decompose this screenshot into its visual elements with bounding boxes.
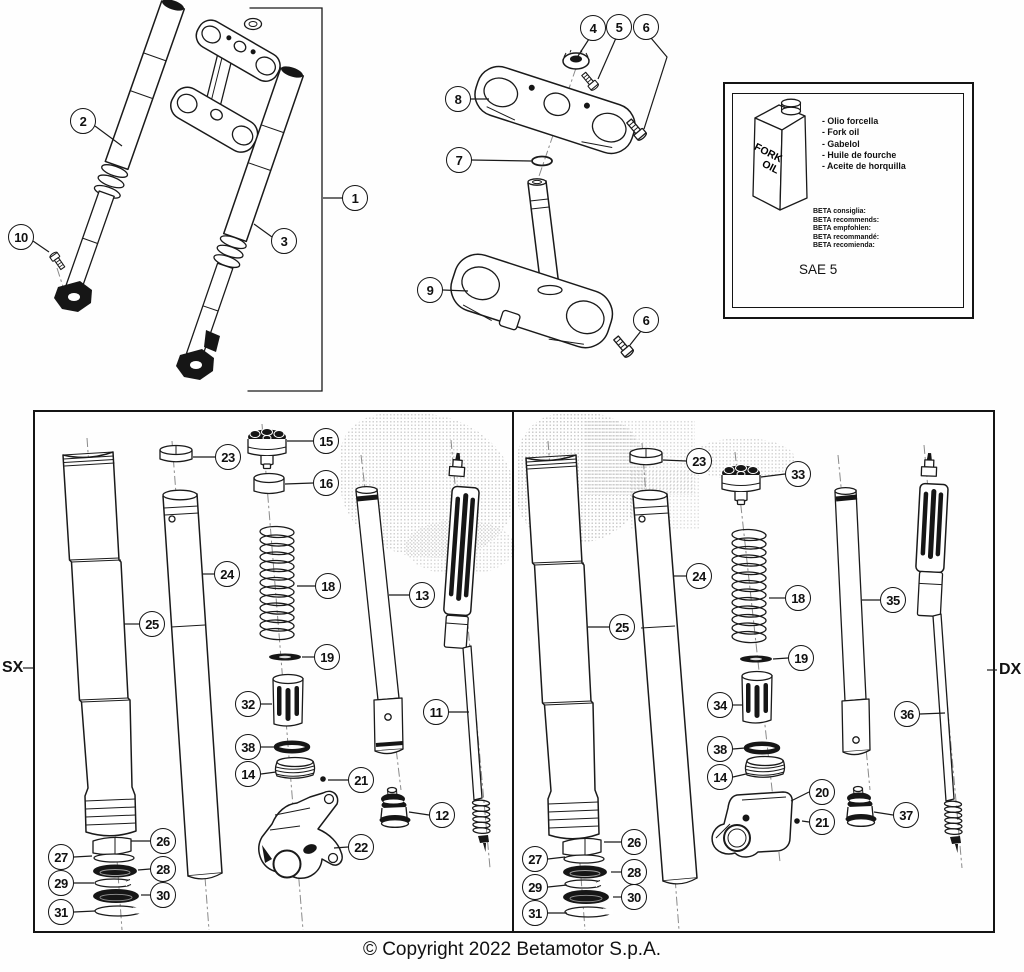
beta-recommendation: BETA empfohlen: bbox=[813, 225, 871, 233]
callout-34-dx: 34 bbox=[707, 692, 733, 718]
callout-4: 4 bbox=[580, 15, 606, 41]
callout-33-dx: 33 bbox=[785, 461, 811, 487]
bleed-screw bbox=[48, 250, 67, 272]
clamp-bolt-top bbox=[624, 116, 649, 143]
oil-name: - Aceite de horquilla bbox=[822, 161, 906, 172]
callout-21-dx: 21 bbox=[809, 809, 835, 835]
callout-27-sx: 27 bbox=[48, 844, 74, 870]
beta-recommendation-list: BETA consiglia: BETA recommends: BETA em… bbox=[813, 208, 879, 251]
callout-24-sx: 24 bbox=[214, 561, 240, 587]
callout-31-dx: 31 bbox=[522, 900, 548, 926]
callout-10: 10 bbox=[8, 224, 34, 250]
callout-21-sx: 21 bbox=[348, 767, 374, 793]
callout-18-sx: 18 bbox=[315, 573, 341, 599]
callout-24-dx: 24 bbox=[686, 563, 712, 589]
callout-13-sx: 13 bbox=[409, 582, 435, 608]
fork-assembly-drawing bbox=[32, 0, 343, 392]
callout-16-sx: 16 bbox=[313, 470, 339, 496]
beta-recommendation: BETA recommandé: bbox=[813, 233, 880, 241]
callout-12-sx: 12 bbox=[429, 802, 455, 828]
callout-35-dx: 35 bbox=[880, 587, 906, 613]
callout-38-sx: 38 bbox=[235, 734, 261, 760]
side-label-sx: SX bbox=[2, 659, 24, 676]
callout-30-sx: 30 bbox=[150, 882, 176, 908]
callout-30-dx: 30 bbox=[621, 884, 647, 910]
copyright-line: © Copyright 2022 Betamotor S.p.A. bbox=[362, 939, 662, 960]
callout-6: 6 bbox=[633, 14, 659, 40]
callout-2: 2 bbox=[70, 108, 96, 134]
callout-23-dx: 23 bbox=[686, 448, 712, 474]
callout-8: 8 bbox=[445, 86, 471, 112]
oil-name: - Gabelol bbox=[822, 138, 860, 149]
callout-28-dx: 28 bbox=[621, 859, 647, 885]
beta-recommendation: BETA recommends: bbox=[813, 216, 880, 224]
callout-19-dx: 19 bbox=[788, 645, 814, 671]
callout-23-sx: 23 bbox=[215, 444, 241, 470]
callout-32-sx: 32 bbox=[235, 691, 261, 717]
triple-clamp-drawing bbox=[442, 37, 668, 360]
callout-6b: 6 bbox=[633, 307, 659, 333]
callout-9: 9 bbox=[417, 277, 443, 303]
callout-3: 3 bbox=[271, 228, 297, 254]
handlebar-bolt bbox=[579, 70, 600, 92]
callout-18-dx: 18 bbox=[785, 585, 811, 611]
callout-27-dx: 27 bbox=[522, 846, 548, 872]
callout-14-dx: 14 bbox=[707, 764, 733, 790]
fork-oil-info-box bbox=[723, 82, 974, 319]
callout-15-sx: 15 bbox=[313, 428, 339, 454]
exploded-view-box bbox=[33, 410, 995, 933]
callout-28-sx: 28 bbox=[150, 856, 176, 882]
callout-22-sx: 22 bbox=[348, 834, 374, 860]
callout-19-sx: 19 bbox=[314, 644, 340, 670]
sx-dx-divider bbox=[512, 410, 514, 933]
callout-29-sx: 29 bbox=[48, 870, 74, 896]
callout-7: 7 bbox=[446, 147, 472, 173]
oil-name-list: - Olio forcella - Fork oil - Gabelol - H… bbox=[822, 116, 906, 172]
callout-38-dx: 38 bbox=[707, 736, 733, 762]
callout-5: 5 bbox=[606, 14, 632, 40]
beta-recommendation: BETA recomienda: bbox=[813, 242, 875, 250]
callout-29-dx: 29 bbox=[522, 874, 548, 900]
callout-20-dx: 20 bbox=[809, 779, 835, 805]
oil-name: - Olio forcella bbox=[822, 116, 879, 126]
clamp-bolt-bottom bbox=[611, 333, 636, 360]
callout-36-dx: 36 bbox=[894, 701, 920, 727]
fork-oil-info-box-inner bbox=[732, 93, 964, 308]
callout-37-dx: 37 bbox=[893, 802, 919, 828]
callout-26-dx: 26 bbox=[621, 829, 647, 855]
callout-26-sx: 26 bbox=[150, 828, 176, 854]
oil-name: - Fork oil bbox=[822, 127, 860, 138]
oil-grade: SAE 5 bbox=[799, 262, 838, 277]
callout-31-sx: 31 bbox=[48, 899, 74, 925]
callout-11-sx: 11 bbox=[423, 699, 449, 725]
callout-25-sx: 25 bbox=[139, 611, 165, 637]
oil-name: - Huile de fourche bbox=[822, 149, 897, 160]
callout-25-dx: 25 bbox=[609, 614, 635, 640]
beta-recommendation: BETA consiglia: bbox=[813, 208, 866, 215]
side-label-dx: DX bbox=[999, 661, 1022, 678]
callout-1: 1 bbox=[342, 185, 368, 211]
callout-14-sx: 14 bbox=[235, 761, 261, 787]
